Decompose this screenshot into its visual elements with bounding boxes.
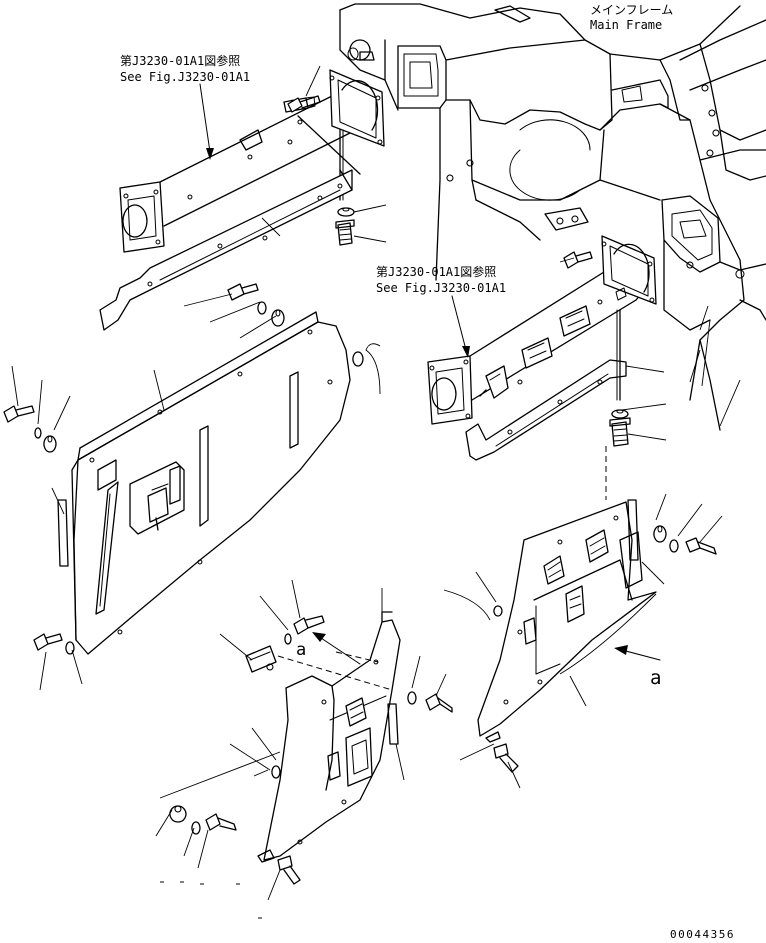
upper-duct-assembly [119,69,385,253]
ref-upper-label-jp: 第J3230-01A1図参照 [120,53,240,68]
ref-leader-lower [451,295,470,358]
hardware-right [493,251,717,773]
main-frame [339,3,766,431]
main-frame-label-jp: メインフレーム [590,3,673,17]
leader-lines [11,65,741,901]
bottom-ticks [160,881,262,919]
view-arrow-right [614,645,661,661]
drawing-number: 00044356 [670,928,735,941]
right-duct-assembly [427,235,657,425]
view-mark-left: a [296,640,306,660]
hardware-upper-left [3,95,364,655]
view-mark-right: a [650,667,661,689]
ref-leader-upper [199,83,214,160]
upper-bracket [99,169,353,331]
right-lower-cover [477,501,657,743]
ref-lower-label-en: See Fig.J3230-01A1 [376,281,506,295]
hardware-lower-left [169,615,453,885]
main-frame-label-en: Main Frame [590,18,662,32]
right-bracket [465,309,631,500]
view-arrow-left [312,632,361,665]
left-cover-panel [71,311,351,655]
ref-upper-label-en: See Fig.J3230-01A1 [120,70,250,84]
left-lower-cover [245,611,401,863]
